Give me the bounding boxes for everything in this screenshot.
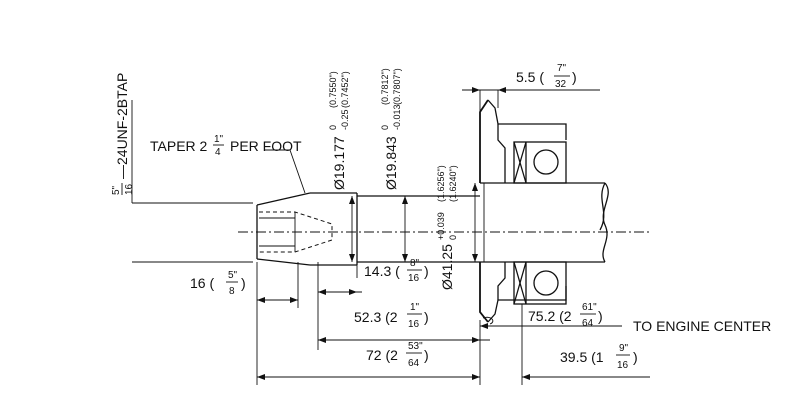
svg-text:-0.25: -0.25 xyxy=(340,109,350,130)
svg-text:0: 0 xyxy=(448,235,458,240)
svg-text:(0.7807"): (0.7807") xyxy=(392,68,402,105)
svg-text:Ø41.25: Ø41.25 xyxy=(439,244,455,290)
svg-text:75.2 (2: 75.2 (2 xyxy=(528,308,572,324)
dim-72-label: 72 (2 53" 64 ) xyxy=(366,341,429,369)
dim-75-2-label: 75.2 (2 61" 64 ) xyxy=(528,302,603,329)
svg-text:(0.7812"): (0.7812") xyxy=(380,68,390,105)
svg-text:): ) xyxy=(598,308,603,324)
svg-text:9": 9" xyxy=(619,343,629,354)
svg-text:): ) xyxy=(572,69,577,85)
diameter-19-177-label: Ø19.177 0 -0.25 (0.7550") (0.7452") xyxy=(328,71,350,190)
svg-text:16: 16 xyxy=(408,273,420,284)
svg-text:(1.6256"): (1.6256") xyxy=(436,165,446,202)
svg-text:8": 8" xyxy=(410,258,420,269)
shaft-body xyxy=(256,182,609,266)
diameter-41-25-label: Ø41.25 +0.039 0 (1.6256") (1.6240") xyxy=(436,165,458,290)
svg-text:52.3 (2: 52.3 (2 xyxy=(354,309,398,325)
svg-text:39.5 (1: 39.5 (1 xyxy=(560,349,604,365)
dim-14-3-label: 14.3 ( 8" 16 ) xyxy=(364,258,429,284)
svg-text:4: 4 xyxy=(215,147,221,158)
svg-text:): ) xyxy=(241,275,246,291)
dim-52-3-label: 52.3 (2 1" 16 ) xyxy=(354,302,429,330)
svg-text:Ø19.177: Ø19.177 xyxy=(331,136,347,190)
svg-text:64: 64 xyxy=(582,318,594,329)
svg-text:14.3 (: 14.3 ( xyxy=(364,263,400,279)
svg-text:(0.7452"): (0.7452") xyxy=(340,71,350,108)
thread-fraction-den: 16 xyxy=(124,183,135,195)
svg-text:1": 1" xyxy=(410,302,420,313)
thread-spec-text: —24UNF-2BTAP xyxy=(114,73,130,179)
engine-center-label: TO ENGINE CENTER xyxy=(633,318,771,334)
dim-39-5-label: 39.5 (1 9" 16 ) xyxy=(560,343,638,371)
svg-text:8: 8 xyxy=(229,286,235,297)
svg-text:): ) xyxy=(424,263,429,279)
svg-text:16: 16 xyxy=(408,319,420,330)
diameter-19-843-label: Ø19.843 0 -0.013 (0.7812") (0.7807") xyxy=(380,68,402,190)
svg-text:(1.6240"): (1.6240") xyxy=(448,165,458,202)
crankcase-flange xyxy=(479,99,567,323)
dim-5-5-label: 5.5 ( 7" 32 ) xyxy=(516,63,577,90)
thread-fraction-num: 5" xyxy=(111,185,122,195)
svg-text:0: 0 xyxy=(380,125,390,130)
svg-text:): ) xyxy=(424,309,429,325)
svg-text:32: 32 xyxy=(555,79,567,90)
svg-text:): ) xyxy=(633,349,638,365)
svg-text:53": 53" xyxy=(408,341,423,352)
svg-text:61": 61" xyxy=(582,302,597,313)
taper-label: TAPER 2 1" 4 PER FOOT xyxy=(150,134,302,158)
svg-text:7": 7" xyxy=(557,63,567,74)
svg-text:16 (: 16 ( xyxy=(190,275,214,291)
svg-text:5": 5" xyxy=(228,270,238,281)
svg-text:+0.039: +0.039 xyxy=(436,212,446,240)
svg-text:16: 16 xyxy=(617,360,629,371)
svg-text:Ø19.843: Ø19.843 xyxy=(383,136,399,190)
svg-text:64: 64 xyxy=(408,358,420,369)
lower-bearing xyxy=(513,261,567,305)
svg-text:PER FOOT: PER FOOT xyxy=(230,138,302,154)
thread-spec-label: 5" 16 —24UNF-2BTAP xyxy=(111,73,135,195)
svg-text:(0.7550"): (0.7550") xyxy=(328,71,338,108)
svg-text:-0.013: -0.013 xyxy=(392,104,402,130)
svg-text:TAPER 2: TAPER 2 xyxy=(150,138,208,154)
svg-text:1": 1" xyxy=(214,134,224,145)
svg-text:5.5 (: 5.5 ( xyxy=(516,69,544,85)
dim-16-label: 16 ( 5" 8 ) xyxy=(190,270,246,297)
svg-text:0: 0 xyxy=(328,125,338,130)
upper-bearing xyxy=(513,141,567,184)
svg-text:72 (2: 72 (2 xyxy=(366,347,398,363)
svg-text:): ) xyxy=(424,347,429,363)
